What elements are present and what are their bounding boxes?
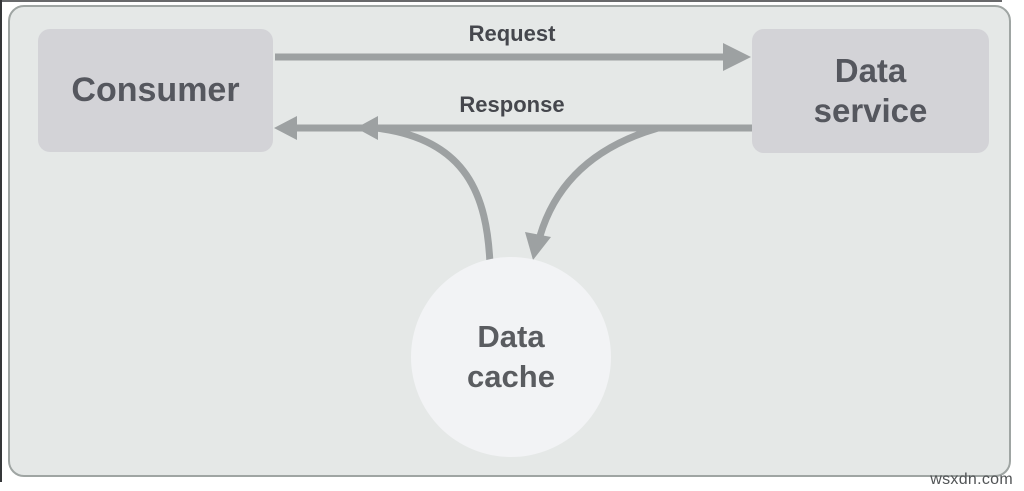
response-edge-label: Response (459, 92, 565, 117)
watermark-text: wsxdn.com (930, 471, 1013, 488)
node-data-service-label-line1: Data (834, 51, 907, 89)
request-edge-label: Request (468, 21, 556, 46)
request-arrow (275, 43, 751, 71)
response-arrow (274, 116, 752, 140)
node-data-cache: Data cache (411, 257, 611, 457)
node-consumer: Consumer (38, 29, 273, 152)
cache-read-curve (375, 124, 494, 265)
node-consumer-label: Consumer (71, 71, 240, 109)
node-data-cache-label-line2: cache (467, 359, 555, 394)
cache-write-curve (525, 124, 659, 260)
scan-artifact-left-edge (0, 0, 2, 482)
node-data-cache-label-line1: Data (477, 319, 545, 355)
node-data-service-label-line2: service (813, 92, 928, 129)
node-data-service: Data service (752, 29, 989, 153)
scan-artifact-top-edge (0, 0, 1002, 2)
